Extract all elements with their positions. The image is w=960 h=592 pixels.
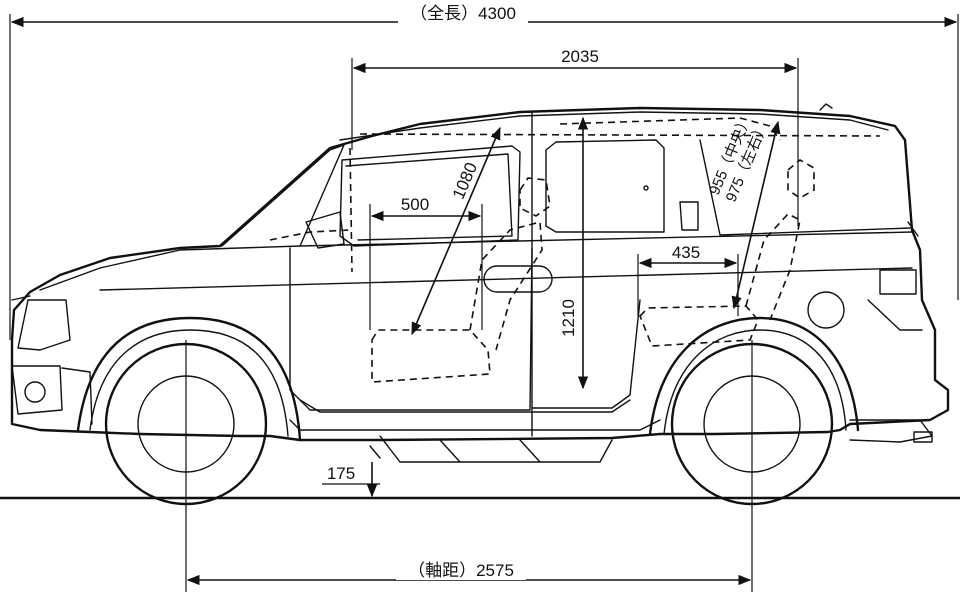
door-width-label: 500 bbox=[401, 195, 429, 214]
rear-headroom-line bbox=[731, 120, 781, 310]
rear-seat-width-text: 435 bbox=[672, 243, 700, 262]
dimension-lines bbox=[9, 14, 959, 592]
wheelbase-label: （軸距）2575 bbox=[408, 561, 514, 580]
door-height-label: 1080 bbox=[449, 160, 481, 202]
vehicle-outline bbox=[10, 103, 950, 463]
interior-height-label: 1210 bbox=[559, 299, 578, 337]
door-height-line bbox=[411, 126, 501, 336]
interior-length-label: 2035 bbox=[561, 47, 599, 66]
interior-dashed-outline bbox=[269, 117, 881, 383]
ground-clearance-label: 175 bbox=[327, 464, 355, 483]
overall-length-label: （全長）4300 bbox=[410, 4, 516, 23]
